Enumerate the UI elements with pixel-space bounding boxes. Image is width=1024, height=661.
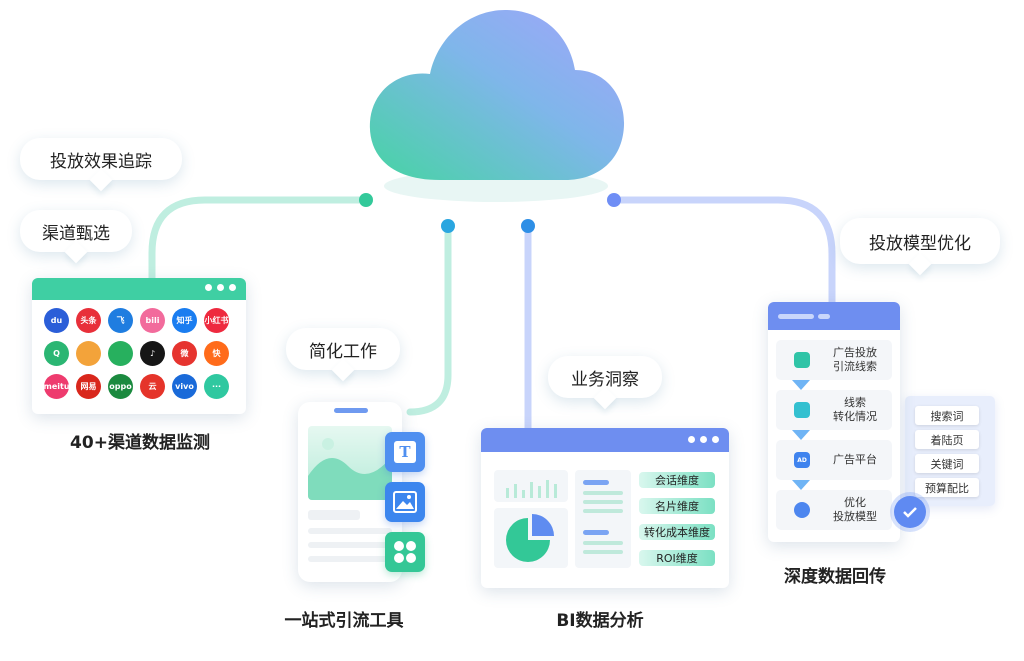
card-header-bar: [32, 278, 246, 300]
kuaishou-icon: 快: [204, 341, 229, 366]
picture-icon: [393, 491, 417, 513]
down-arrow-icon: [792, 380, 810, 390]
toutiao-icon: 头条: [76, 308, 101, 333]
channel-icon-grid: du 头条飞 bili 知乎小红书 Q ♪ 微快 meitu 网易 oppo 云 vivo ···: [32, 300, 246, 414]
image-placeholder: [308, 426, 392, 500]
caption-monitoring: 40+渠道数据监测: [70, 433, 210, 453]
window-dots: [688, 436, 719, 443]
bubble-channel-select: 渠道甄选: [20, 210, 132, 252]
caption-backflow: 深度数据回传: [784, 567, 886, 587]
grid-tool-icon: [385, 532, 425, 572]
tag-landing-page: 着陆页: [915, 430, 979, 449]
oppo-icon: oppo: [108, 374, 133, 399]
meitu-icon: meitu: [44, 374, 69, 399]
node-dot-4: [607, 193, 621, 207]
bubble-tracking-label: 投放效果追踪: [50, 151, 152, 172]
bubble-simplify-label: 简化工作: [309, 341, 377, 362]
phone-mockup: [298, 402, 402, 582]
tag-budget: 预算配比: [915, 478, 979, 497]
channel-monitor-card: du 头条飞 bili 知乎小红书 Q ♪ 微快 meitu 网易 oppo 云 vivo ···: [32, 278, 246, 414]
bi-pill-card: 名片维度: [639, 498, 715, 514]
text-tool-glyph: T: [394, 441, 416, 463]
cloud-icon: [369, 10, 625, 202]
vivo-icon: vivo: [172, 374, 197, 399]
down-arrow-icon: [792, 480, 810, 490]
bi-pill-cost: 转化成本维度: [639, 524, 715, 540]
step-optimize-model: 优化 投放模型: [776, 490, 892, 530]
music-icon: 云: [140, 374, 165, 399]
baidu-icon: du: [44, 308, 69, 333]
text-placeholder-3: [308, 542, 392, 548]
ad-icon: AD: [794, 452, 810, 468]
douyin-icon: ♪: [140, 341, 165, 366]
tag-search-term: 搜索词: [915, 406, 979, 425]
zhihu-icon: 知乎: [172, 308, 197, 333]
bubble-insight: 业务洞察: [548, 356, 662, 398]
bubble-simplify: 简化工作: [286, 328, 400, 370]
step-ad-placement: 广告投放 引流线索: [776, 340, 892, 380]
bubble-channel-select-label: 渠道甄选: [42, 223, 110, 244]
q-icon: Q: [44, 341, 69, 366]
refresh-icon: [794, 502, 810, 518]
step-lead-conversion-label: 线索 转化情况: [833, 396, 877, 423]
swirl-icon: [108, 341, 133, 366]
xiaohongshu-icon: 小红书: [204, 308, 229, 333]
bar-chart-panel: [494, 470, 568, 502]
caption-tools: 一站式引流工具: [284, 611, 404, 631]
text-placeholder-2: [308, 528, 392, 534]
image-tool-icon: [385, 482, 425, 522]
pie-chart-panel: [494, 508, 568, 568]
line-to-monitoring: [148, 196, 370, 282]
node-dot-2: [441, 219, 455, 233]
step-ad-placement-label: 广告投放 引流线索: [833, 346, 877, 373]
step-ad-platform-label: 广告平台: [833, 453, 877, 466]
feed-icon: 飞: [108, 308, 133, 333]
card-header-bar: [481, 428, 729, 452]
bi-pill-roi: ROI维度: [639, 550, 715, 566]
check-badge-icon: [894, 496, 926, 528]
backflow-card: 广告投放 引流线索 线索 转化情况 AD 广告平台 优化 投放模型: [768, 302, 900, 542]
mini-bar-chart: [506, 480, 557, 498]
phone-speaker: [334, 408, 368, 413]
bi-analysis-card: 会话维度 名片维度 转化成本维度 ROI维度: [481, 428, 729, 588]
bubble-model-opt-label: 投放模型优化: [869, 233, 971, 254]
more-icon: ···: [204, 374, 229, 399]
card-header-bar: [768, 302, 900, 330]
lens-icon: [76, 341, 101, 366]
node-dot-1: [359, 193, 373, 207]
bubble-model-opt: 投放模型优化: [840, 218, 1000, 264]
weibo-icon: 微: [172, 341, 197, 366]
caption-bi: BI数据分析: [556, 611, 644, 631]
bi-pill-session: 会话维度: [639, 472, 715, 488]
tag-keyword: 关键词: [915, 454, 979, 473]
landscape-icon: [308, 438, 392, 500]
step-ad-platform: AD 广告平台: [776, 440, 892, 480]
line-to-backflow: [610, 196, 836, 306]
clover-icon: [394, 541, 416, 563]
step-optimize-model-label: 优化 投放模型: [833, 496, 877, 523]
bilibili-icon: bili: [140, 308, 165, 333]
window-dots: [205, 284, 236, 291]
node-dot-3: [521, 219, 535, 233]
list-panel: [575, 470, 631, 568]
check-icon: [903, 507, 917, 518]
text-placeholder-1: [308, 510, 360, 520]
pie-chart-icon: [506, 514, 554, 562]
cube-icon: [794, 402, 810, 418]
down-arrow-icon: [792, 430, 810, 440]
line-to-tools: [406, 222, 452, 416]
briefcase-icon: [794, 352, 810, 368]
bubble-tracking: 投放效果追踪: [20, 138, 182, 180]
text-placeholder-4: [308, 556, 392, 562]
netease-icon: 网易: [76, 374, 101, 399]
step-lead-conversion: 线索 转化情况: [776, 390, 892, 430]
text-tool-icon: T: [385, 432, 425, 472]
bubble-insight-label: 业务洞察: [571, 369, 639, 390]
keyword-panel: 搜索词 着陆页 关键词 预算配比: [905, 396, 995, 506]
